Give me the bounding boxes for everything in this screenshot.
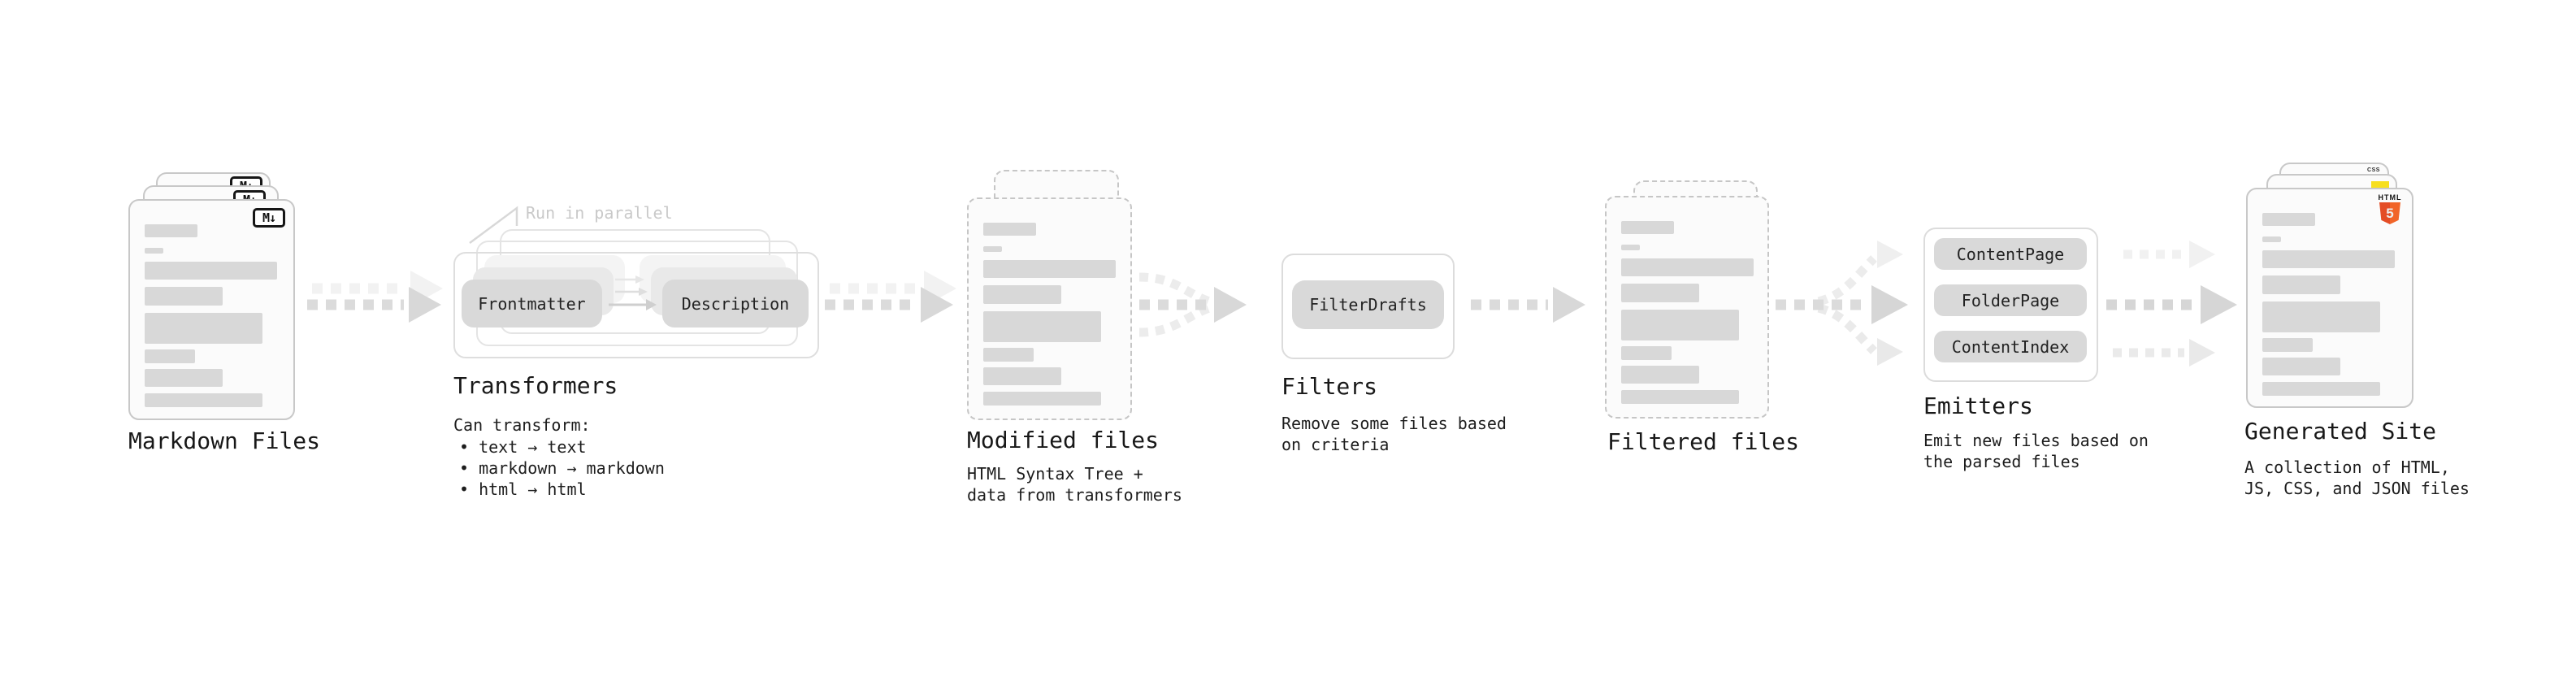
transformers-bullet-3: • html → html bbox=[459, 479, 587, 499]
file-content-placeholder bbox=[145, 224, 277, 407]
markdown-icon-glyph: M↓ bbox=[262, 210, 276, 225]
placeholder-bar bbox=[2262, 301, 2380, 332]
placeholder-bar bbox=[145, 313, 262, 344]
flow-arrow-transformers-to-modified-ghost bbox=[830, 271, 956, 306]
transformer-node-frontmatter: Frontmatter bbox=[462, 280, 602, 327]
emitter-node-label: FolderPage bbox=[1961, 290, 2060, 310]
transformer-node-label: Description bbox=[681, 293, 790, 314]
filters-desc-2: on criteria bbox=[1281, 435, 1390, 454]
placeholder-bar bbox=[2262, 250, 2395, 268]
html5-icon: HTML 5 bbox=[2377, 194, 2403, 225]
file-card-front bbox=[1605, 196, 1769, 419]
placeholder-bar bbox=[983, 348, 1034, 362]
placeholder-bar bbox=[983, 285, 1061, 304]
placeholder-bar bbox=[2262, 236, 2281, 242]
placeholder-bar bbox=[1621, 346, 1672, 360]
transformers-bullet-2: • markdown → markdown bbox=[459, 458, 665, 478]
modified-files-desc-1: HTML Syntax Tree + bbox=[967, 464, 1143, 484]
placeholder-bar bbox=[145, 287, 223, 306]
stage-title-markdown-files: Markdown Files bbox=[128, 427, 321, 454]
flow-arrow-filtered-to-emitters bbox=[1776, 241, 1908, 366]
html5-icon-shield: 5 bbox=[2379, 202, 2400, 224]
transformers-bullet-1: • text → text bbox=[459, 437, 587, 457]
file-content-placeholder bbox=[1621, 221, 1754, 404]
placeholder-bar bbox=[1621, 221, 1674, 234]
placeholder-bar bbox=[145, 262, 277, 280]
flow-arrow-markdown-to-transformers bbox=[307, 287, 441, 323]
placeholder-bar bbox=[983, 392, 1101, 406]
emitters-desc-1: Emit new files based on bbox=[1923, 431, 2149, 450]
html5-icon-word: HTML bbox=[2378, 193, 2402, 202]
placeholder-bar bbox=[983, 260, 1116, 278]
placeholder-bar bbox=[1621, 245, 1640, 250]
emitter-node-contentindex: ContentIndex bbox=[1934, 331, 2087, 362]
emitter-node-folderpage: FolderPage bbox=[1934, 284, 2087, 316]
flow-arrow-modified-to-filters bbox=[1138, 272, 1247, 337]
placeholder-bar bbox=[145, 393, 262, 407]
placeholder-bar bbox=[2262, 213, 2315, 226]
flow-arrow-emitters-to-site-top bbox=[2123, 241, 2215, 268]
file-content-placeholder bbox=[983, 223, 1116, 406]
file-card-front: HTML 5 bbox=[2246, 188, 2413, 408]
placeholder-bar bbox=[1621, 310, 1739, 340]
transformers-desc-heading: Can transform: bbox=[453, 415, 591, 435]
stage-title-filtered-files: Filtered files bbox=[1607, 428, 1800, 455]
placeholder-bar bbox=[1621, 258, 1754, 276]
placeholder-bar bbox=[2262, 338, 2313, 352]
file-content-placeholder bbox=[2262, 213, 2395, 396]
placeholder-bar bbox=[983, 367, 1061, 385]
emitter-node-label: ContentPage bbox=[1956, 244, 2065, 264]
filters-desc-1: Remove some files based bbox=[1281, 414, 1507, 433]
flow-arrow-transformers-to-modified bbox=[825, 287, 953, 323]
placeholder-bar bbox=[983, 223, 1036, 236]
emitter-node-contentpage: ContentPage bbox=[1934, 238, 2087, 270]
flow-arrow-markdown-to-transformers-ghost bbox=[312, 271, 443, 306]
emitter-node-label: ContentIndex bbox=[1951, 336, 2070, 357]
flow-arrow-emitters-to-site-middle bbox=[2106, 285, 2237, 324]
generated-site-desc-2: JS, CSS, and JSON files bbox=[2244, 479, 2470, 498]
placeholder-bar bbox=[2262, 358, 2340, 375]
markdown-icon: M↓ bbox=[253, 208, 285, 228]
placeholder-bar bbox=[1621, 284, 1699, 302]
css-icon-word: CSS bbox=[2367, 167, 2380, 173]
transformer-node-description: Description bbox=[662, 280, 809, 327]
stage-title-filters: Filters bbox=[1281, 373, 1378, 400]
placeholder-bar bbox=[983, 311, 1101, 342]
placeholder-bar bbox=[2262, 275, 2340, 294]
transformer-node-label: Frontmatter bbox=[478, 293, 586, 314]
transformer-box-front bbox=[453, 252, 819, 358]
flow-arrow-emitters-to-site-bottom bbox=[2113, 339, 2215, 367]
stage-title-generated-site: Generated Site bbox=[2244, 418, 2437, 445]
placeholder-bar bbox=[145, 369, 223, 387]
html5-icon-number: 5 bbox=[2386, 205, 2394, 221]
placeholder-bar bbox=[145, 349, 195, 363]
placeholder-bar bbox=[1621, 366, 1699, 384]
stage-title-transformers: Transformers bbox=[453, 372, 618, 399]
placeholder-bar bbox=[145, 224, 197, 237]
filter-node-filterdrafts: FilterDrafts bbox=[1292, 280, 1444, 329]
stage-title-modified-files: Modified files bbox=[967, 427, 1160, 453]
placeholder-bar bbox=[145, 248, 163, 254]
flow-arrow-filters-to-filtered bbox=[1471, 287, 1585, 323]
filter-node-label: FilterDrafts bbox=[1309, 295, 1427, 314]
placeholder-bar bbox=[1621, 390, 1739, 404]
generated-site-desc-1: A collection of HTML, bbox=[2244, 458, 2450, 477]
run-in-parallel-label: Run in parallel bbox=[526, 203, 673, 223]
emitters-desc-2: the parsed files bbox=[1923, 452, 2080, 471]
file-card-front bbox=[967, 197, 1132, 420]
placeholder-bar bbox=[983, 246, 1002, 252]
placeholder-bar bbox=[2262, 382, 2380, 396]
stage-title-emitters: Emitters bbox=[1923, 393, 2033, 419]
modified-files-desc-2: data from transformers bbox=[967, 485, 1182, 505]
javascript-icon bbox=[2371, 181, 2389, 189]
file-card-front: M↓ bbox=[128, 199, 295, 420]
